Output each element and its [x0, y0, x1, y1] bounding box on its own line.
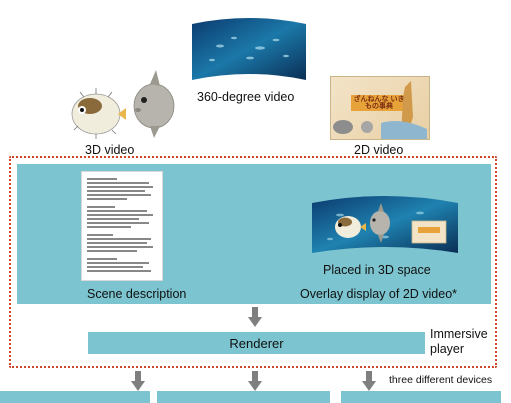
360-video-arc: [192, 18, 306, 80]
arrow-down-icon: [248, 371, 262, 391]
sunfish-image: [133, 70, 175, 138]
pufferfish-image: [71, 88, 126, 139]
scene-description-document: [82, 172, 162, 280]
renderer-label: Renderer: [229, 335, 284, 351]
2d-video-label: 2D video: [354, 143, 404, 157]
three-devices-label: three different devices: [389, 374, 493, 386]
immersive-player-frame: [9, 156, 497, 368]
overlay-2d-video-label: Overlay display of 2D video*: [300, 287, 458, 301]
immersive-player-label: Immersive player: [430, 327, 488, 356]
3d-video-label: 3D video: [85, 143, 135, 157]
2d-video-poster: ざんねんな いきもの事典: [330, 76, 430, 140]
poster-title: ざんねんな いきもの事典: [353, 96, 405, 110]
device-box: [341, 391, 501, 403]
360-video-label: 360-degree video: [197, 90, 295, 104]
poster-artwork: [333, 81, 427, 139]
placed-in-3d-space-label: Placed in 3D space: [323, 263, 431, 277]
arrow-down-icon: [248, 307, 262, 327]
device-box: [157, 391, 330, 403]
composite-3d-space: [312, 196, 458, 253]
arrow-down-icon: [131, 371, 145, 391]
renderer-box: Renderer: [88, 332, 425, 354]
device-box: [0, 391, 150, 403]
scene-description-label: Scene description: [87, 287, 187, 301]
arrow-down-icon: [362, 371, 376, 391]
